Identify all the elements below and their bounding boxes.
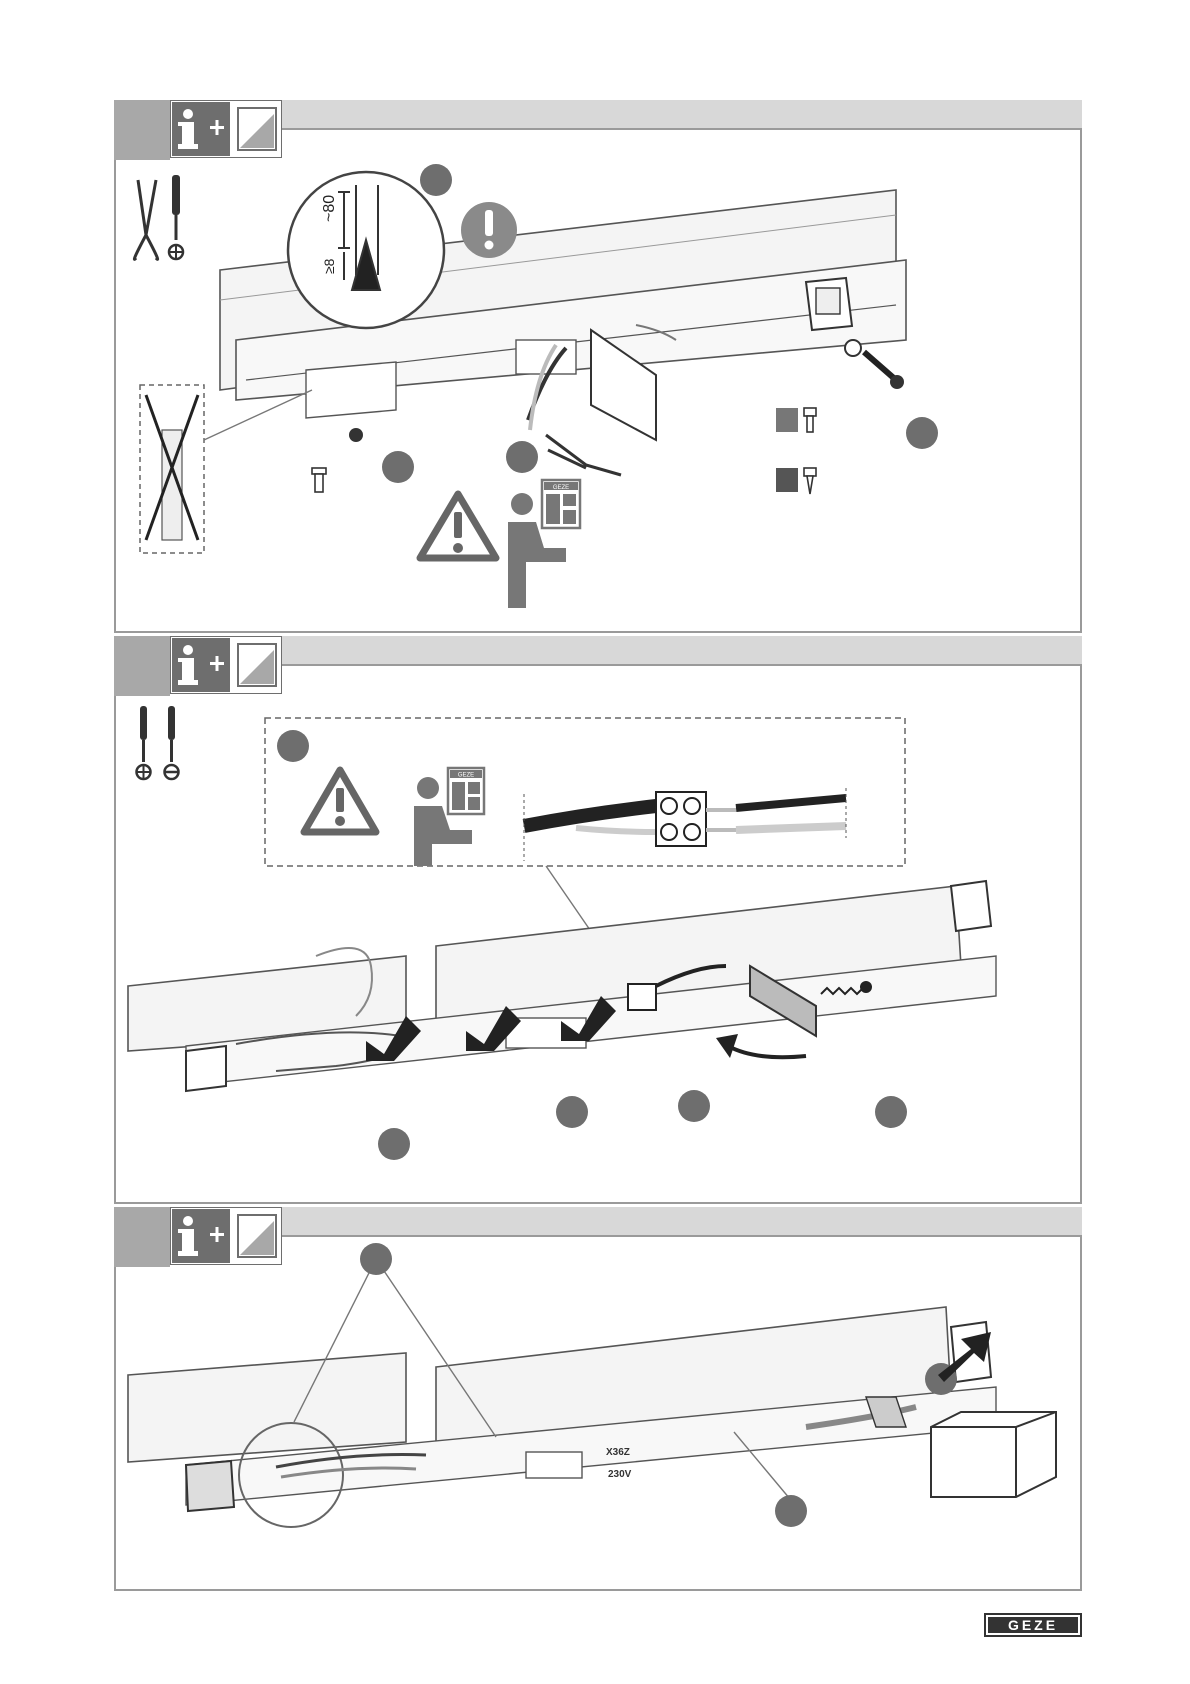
- manual-brand: GEZE: [458, 773, 474, 779]
- panel-2-illustration: GEZE: [116, 666, 1078, 1201]
- pliers-icon: [546, 435, 621, 475]
- screw-icon: [312, 468, 326, 492]
- device-type-label: X36Z: [606, 1447, 630, 1458]
- voltage-label: 230V: [608, 1469, 632, 1480]
- pliers-icon: [134, 180, 157, 259]
- panel-3-illustration: X36Z 230V: [116, 1237, 1078, 1589]
- warning-icon: [420, 494, 496, 558]
- geze-logo: GEZE: [984, 1613, 1082, 1637]
- manual-brand: GEZE: [553, 485, 569, 491]
- panel-1-illustration: ~80 ≥8 GEZE: [116, 130, 1078, 630]
- screwdriver-icon: [169, 175, 183, 259]
- dim-upper: ~80: [321, 195, 338, 222]
- read-manual-icon: GEZE: [508, 480, 580, 608]
- warning-icon: [304, 770, 376, 832]
- logo-text: GEZE: [1008, 1617, 1058, 1633]
- dim-lower: ≥8: [321, 258, 337, 274]
- read-manual-icon: GEZE: [414, 768, 484, 866]
- screwdriver-icon: [137, 706, 179, 779]
